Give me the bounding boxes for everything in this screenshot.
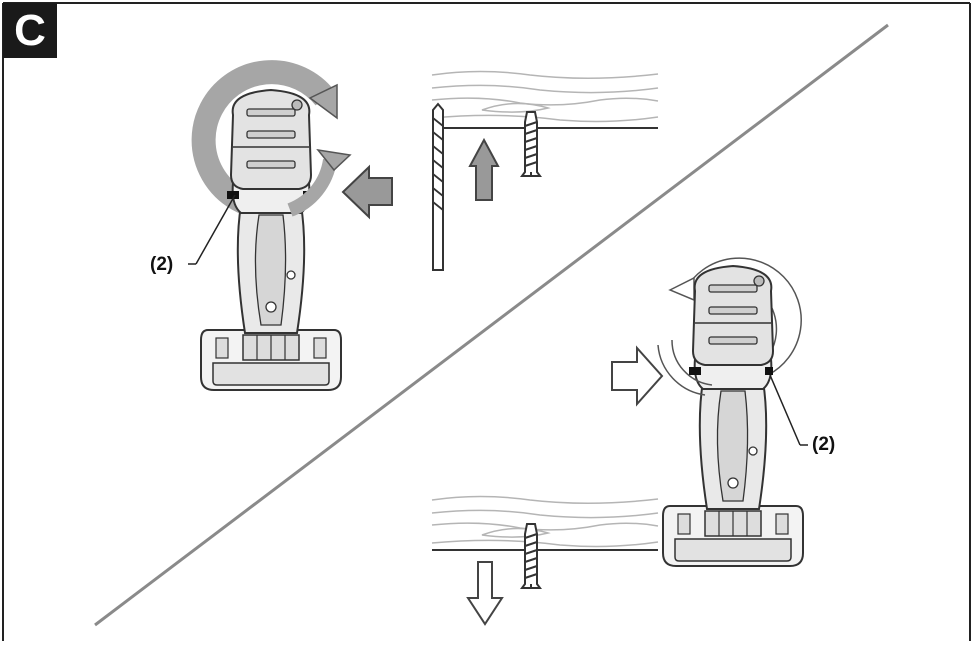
wood-screw-icon xyxy=(521,111,541,177)
divider-line xyxy=(94,23,889,627)
push-arrow-icon xyxy=(466,561,504,626)
callout-label-2: (2) xyxy=(150,254,174,275)
push-arrow-icon xyxy=(611,345,664,407)
push-arrow-icon xyxy=(468,137,500,201)
callout-label-2: (2) xyxy=(812,434,836,455)
rotation-arrow-icon xyxy=(287,148,352,217)
wood-screw-icon xyxy=(521,523,541,589)
figure-label-badge: C xyxy=(3,3,57,58)
drill-driver-icon xyxy=(200,89,342,391)
wood-board-icon xyxy=(431,495,659,551)
wood-board-icon xyxy=(431,70,659,129)
drill-bit-icon xyxy=(432,102,444,271)
drill-driver-icon xyxy=(662,265,804,567)
rotation-arrow-icon xyxy=(657,339,713,396)
push-arrow-icon xyxy=(341,164,393,220)
